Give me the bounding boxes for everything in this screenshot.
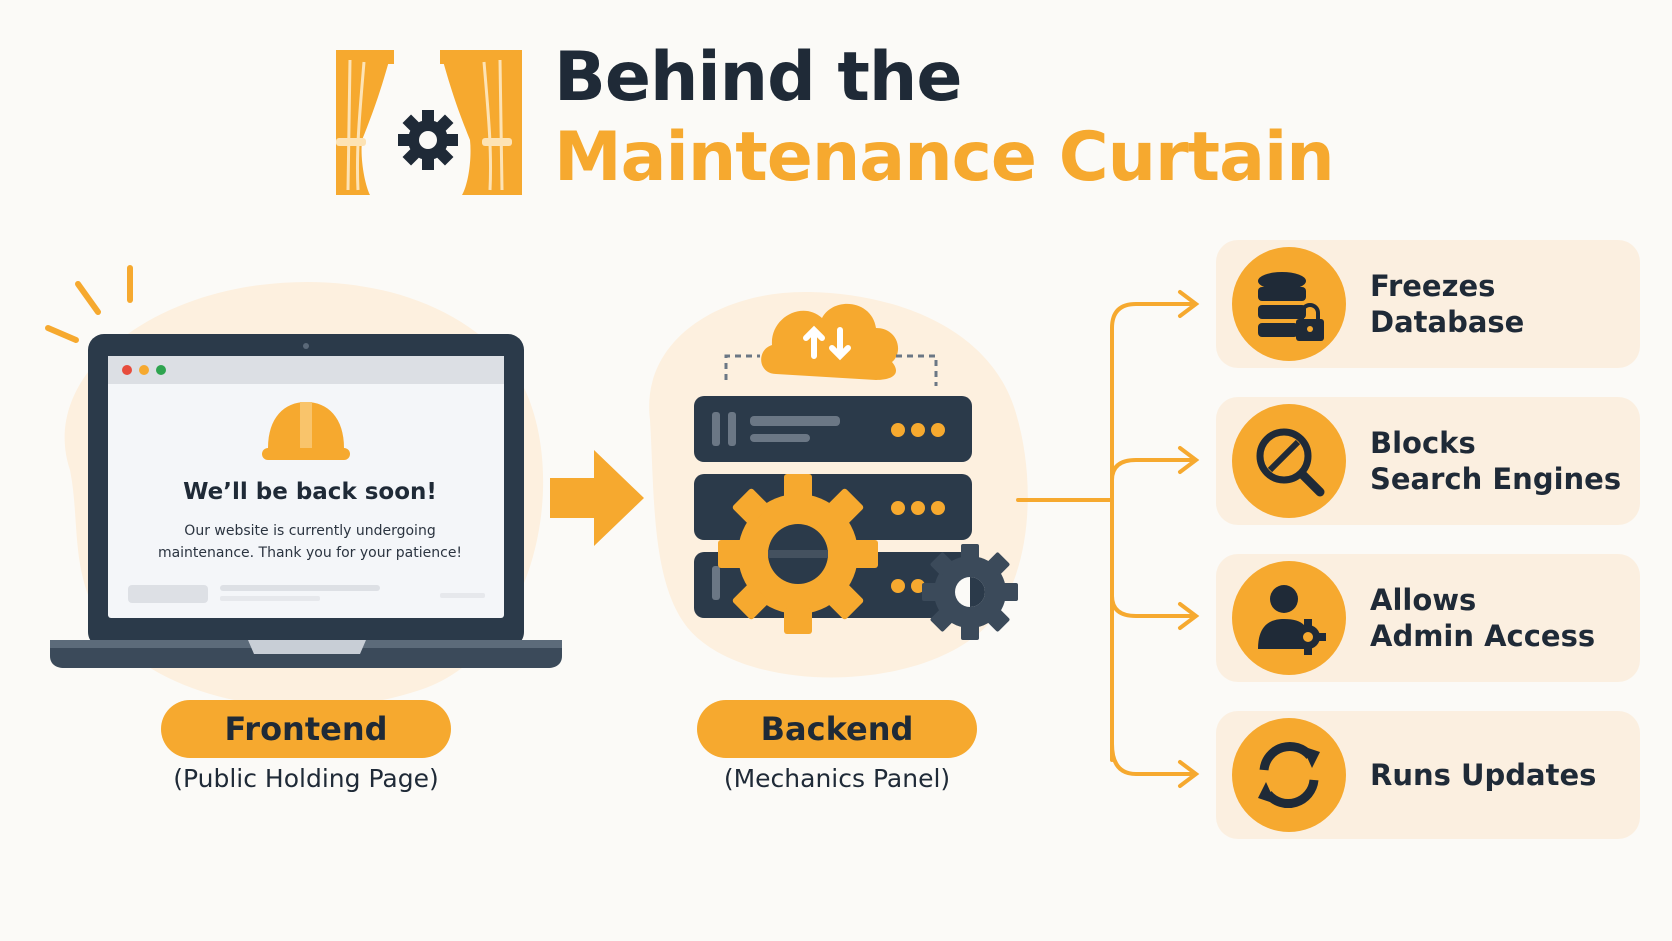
refresh-icon — [1258, 742, 1320, 808]
attention-marks-icon — [45, 265, 133, 343]
database-lock-icon — [1258, 272, 1324, 341]
feature-label-line2: Admin Access — [1370, 619, 1596, 653]
cloud-sync-icon — [724, 303, 938, 386]
branch-connector — [1016, 290, 1200, 788]
feature-card-run-updates: Runs Updates — [1216, 711, 1640, 839]
search-blocked-icon — [1256, 428, 1325, 497]
feature-icon-circle — [1232, 404, 1346, 518]
feature-label-line2: Search Engines — [1370, 462, 1622, 496]
feature-label-line1: Blocks — [1370, 426, 1476, 460]
screen-heading: We’ll be back soon! — [183, 479, 437, 505]
frontend-label-pill: Frontend — [161, 700, 451, 758]
feature-label-line1: Allows — [1370, 583, 1477, 617]
backend-sublabel: (Mechanics Panel) — [723, 764, 951, 793]
backend-label-pill: Backend — [697, 700, 977, 758]
screen-body-line1: Our website is currently undergoing — [184, 523, 436, 539]
admin-gear-icon — [1258, 585, 1326, 655]
feature-label-line1: Runs Updates — [1370, 758, 1597, 792]
feature-label: Allows Admin Access — [1370, 554, 1630, 682]
screen-body: Our website is currently undergoing main… — [110, 520, 510, 564]
small-gear-icon — [922, 544, 1018, 640]
screen-body-line2: maintenance. Thank you for your patience… — [157, 545, 463, 561]
laptop-icon — [50, 334, 562, 668]
frontend-sublabel: (Public Holding Page) — [173, 764, 439, 793]
feature-card-freeze-database: Freezes Database — [1216, 240, 1640, 368]
feature-icon-circle — [1232, 247, 1346, 361]
title-line1: Behind the — [554, 38, 962, 117]
feature-label: Freezes Database — [1370, 240, 1630, 368]
feature-card-block-search: Blocks Search Engines — [1216, 397, 1640, 525]
feature-label-line2: Database — [1370, 305, 1525, 339]
feature-label: Runs Updates — [1370, 711, 1630, 839]
curtain-logo-icon — [336, 50, 522, 195]
hard-hat-icon — [262, 402, 350, 460]
title-line2: Maintenance Curtain — [554, 118, 1335, 197]
large-gear-icon — [718, 474, 878, 634]
flow-arrow — [550, 450, 644, 546]
feature-label: Blocks Search Engines — [1370, 397, 1630, 525]
feature-icon-circle — [1232, 718, 1346, 832]
feature-label-line1: Freezes — [1370, 269, 1496, 303]
feature-card-admin-access: Allows Admin Access — [1216, 554, 1640, 682]
feature-icon-circle — [1232, 561, 1346, 675]
